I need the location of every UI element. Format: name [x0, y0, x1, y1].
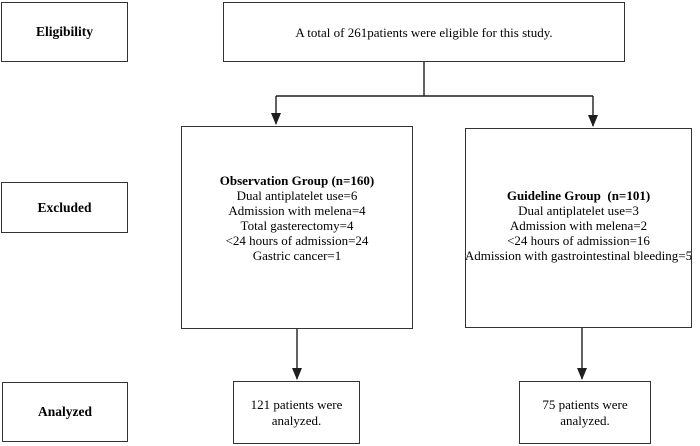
guideline-analyzed-text: 75 patients were analyzed.: [542, 396, 628, 428]
stage-label-analyzed-text: Analyzed: [38, 404, 92, 419]
observation-exclusion-line: Gastric cancer=1: [252, 247, 342, 263]
stage-label-analyzed: Analyzed: [2, 382, 128, 442]
observation-group-box: Observation Group (n=160) Dual antiplate…: [181, 126, 413, 329]
guideline-exclusion-line: Dual antiplatelet use=3: [518, 202, 639, 218]
guideline-exclusion-line: <24 hours of admission=16: [507, 232, 650, 248]
observation-analyzed-box: 121 patients were analyzed.: [233, 381, 360, 444]
stage-label-eligibility-text: Eligibility: [35, 24, 93, 39]
guideline-exclusion-line: Admission with melena=2: [509, 217, 648, 233]
guideline-analyzed-box: 75 patients were analyzed.: [519, 381, 651, 444]
guideline-group-content: Guideline Group (n=101) Dual antiplatele…: [465, 188, 692, 263]
observation-exclusion-line: Total gasterectomy=4: [240, 217, 354, 233]
observation-exclusion-line: Admission with melena=4: [228, 202, 366, 218]
eligibility-total-text: A total of 261patients were eligible for…: [295, 24, 553, 40]
stage-label-eligibility: Eligibility: [1, 2, 128, 62]
guideline-group-box: Guideline Group (n=101) Dual antiplatele…: [465, 128, 692, 328]
eligibility-total-box: A total of 261patients were eligible for…: [223, 2, 625, 62]
observation-exclusion-line: Dual antiplatelet use=6: [236, 187, 358, 203]
observation-group-content: Observation Group (n=160) Dual antiplate…: [220, 173, 375, 263]
stage-label-excluded-text: Excluded: [37, 199, 92, 215]
guideline-group-title: Guideline Group (n=101): [506, 187, 651, 203]
observation-group-title: Observation Group (n=160): [219, 172, 375, 188]
observation-exclusion-line: <24 hours of admission=24: [225, 232, 369, 248]
stage-label-excluded: Excluded: [1, 182, 128, 233]
guideline-exclusion-line: Admission with gastrointestinal bleeding…: [464, 247, 693, 263]
observation-analyzed-text: 121 patients were analyzed.: [250, 396, 343, 428]
